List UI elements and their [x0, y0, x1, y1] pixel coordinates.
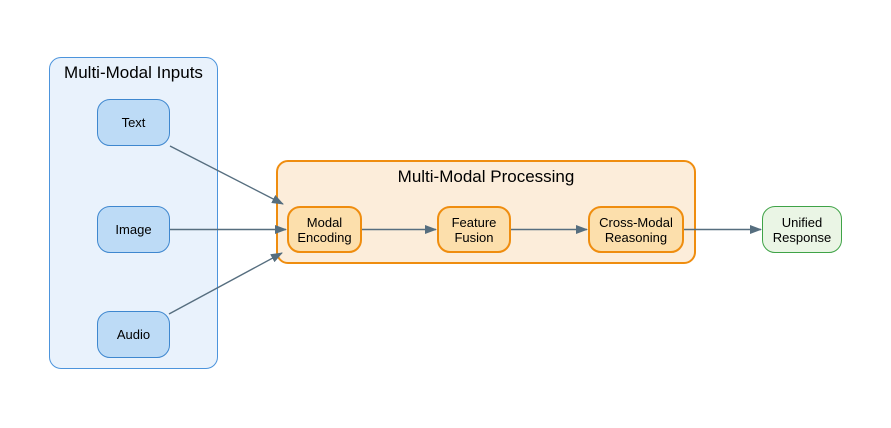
node-audio-label: Audio	[116, 327, 151, 342]
node-unified-response: Unified Response	[762, 206, 842, 253]
node-audio: Audio	[97, 311, 170, 358]
node-cross-modal-reasoning: Cross-Modal Reasoning	[588, 206, 684, 253]
node-feature-fusion: Feature Fusion	[437, 206, 511, 253]
node-feature-fusion-label: Feature Fusion	[451, 214, 497, 245]
node-cross-modal-reasoning-label: Cross-Modal Reasoning	[599, 214, 673, 245]
node-image-label: Image	[115, 222, 152, 237]
node-text: Text	[97, 99, 170, 146]
node-text-label: Text	[121, 115, 146, 130]
node-modal-encoding-label: Modal Encoding	[297, 214, 352, 245]
node-image: Image	[97, 206, 170, 253]
node-unified-response-label: Unified Response	[772, 214, 832, 245]
group-title-multi-modal-processing: Multi-Modal Processing	[397, 167, 575, 186]
node-modal-encoding: Modal Encoding	[287, 206, 362, 253]
group-title-multi-modal-inputs: Multi-Modal Inputs	[64, 63, 203, 82]
